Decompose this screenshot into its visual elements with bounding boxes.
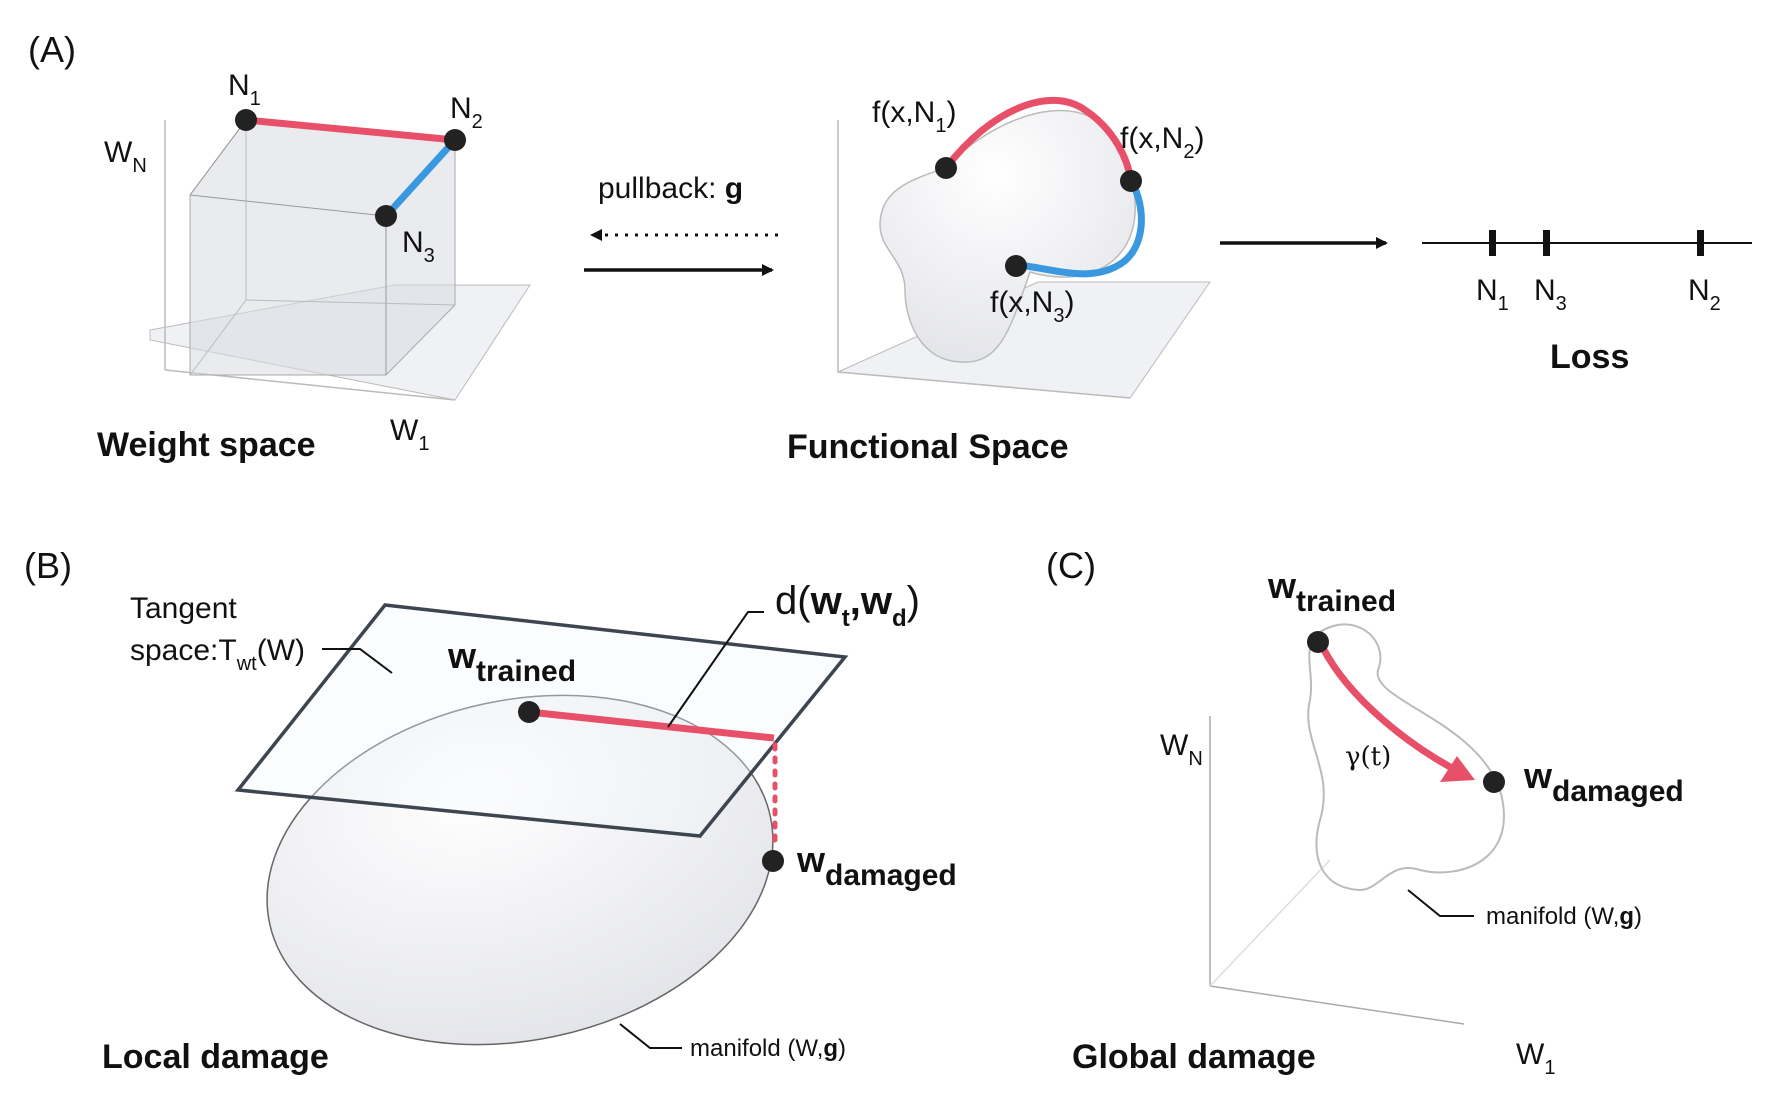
gamma-label: γ(t)	[1345, 742, 1391, 772]
manifold-leader-b	[619, 1023, 682, 1049]
function-point-n1	[935, 157, 957, 179]
cube-edge-top-left	[189, 119, 247, 196]
panel-label-a: (A)	[28, 29, 76, 70]
tangent-plane	[234, 603, 849, 838]
manifold-leader-c	[1407, 889, 1474, 917]
manifold-ellipse	[266, 694, 774, 1046]
manifold-label-b: manifold (W,g)	[690, 1035, 846, 1062]
manifold-label-c: manifold (W,g)	[1486, 903, 1642, 930]
red-path-n1-n2	[245, 116, 456, 144]
distance-line	[528, 708, 775, 742]
c-wn-axis-label: WN	[1160, 729, 1203, 770]
wn-axis-label: WN	[104, 136, 147, 177]
node-n3-label: N3	[402, 226, 435, 267]
pullback-label: pullback: g	[598, 172, 743, 205]
distance-leader	[667, 611, 764, 728]
loss-tick-n3	[1543, 230, 1550, 256]
red-function-path	[943, 96, 1135, 182]
function-point-n2-label: f(x,N2)	[1120, 122, 1204, 163]
functional-axis-horiz	[837, 371, 1131, 399]
node-n2	[444, 129, 466, 151]
c-w-damaged-node	[1483, 771, 1505, 793]
node-n1	[235, 109, 257, 131]
tangent-label-line1: Tangent	[130, 592, 237, 625]
loss-tick-n2	[1697, 230, 1704, 256]
local-damage-caption: Local damage	[102, 1038, 329, 1076]
w-trained-label-c: wtrained	[1267, 565, 1396, 618]
tangent-label-line2: space:Twt(W)	[130, 634, 305, 675]
loss-tick-n3-label: N3	[1534, 274, 1567, 315]
w-trained-label-b: wtrained	[447, 635, 576, 688]
w-damaged-label-c: wdamaged	[1523, 755, 1684, 808]
functional-space-diagram: f(x,N1) f(x,N2) f(x,N3) Functional Space	[787, 96, 1211, 466]
w-damaged-label-b: wdamaged	[796, 839, 957, 892]
function-point-n3	[1005, 255, 1027, 277]
global-damage-caption: Global damage	[1072, 1038, 1316, 1076]
loss-tick-n1-label: N1	[1476, 274, 1509, 315]
node-n3	[375, 205, 397, 227]
distance-label: d(wt,wd)	[775, 579, 920, 632]
weight-space-diagram: N1 N2 N3 WN W1 Weight space	[97, 69, 531, 464]
tangent-leader	[322, 648, 393, 674]
blue-path-n2-n3	[383, 137, 458, 219]
loss-tick-n1	[1489, 230, 1496, 256]
w-damaged-node	[762, 850, 784, 872]
mapping-arrows: pullback: g	[584, 172, 778, 276]
node-n2-label: N2	[450, 92, 483, 133]
panel-label-b: (B)	[24, 545, 72, 586]
functional-space-caption: Functional Space	[787, 428, 1069, 466]
function-point-n3-label: f(x,N3)	[990, 286, 1074, 327]
function-point-n2	[1120, 170, 1142, 192]
c-axis-horiz	[1209, 985, 1465, 1025]
blue-function-path	[1017, 179, 1145, 278]
function-point-n1-label: f(x,N1)	[872, 96, 956, 137]
w1-axis-label: W1	[390, 414, 429, 455]
panel-label-c: (C)	[1046, 545, 1096, 586]
loss-axis: N1 N3 N2 Loss	[1422, 230, 1752, 376]
cube-edge-back-bottom	[245, 299, 456, 306]
cube-edge-back-diag	[189, 299, 247, 376]
weight-space-caption: Weight space	[97, 426, 316, 464]
c-w-trained-node	[1307, 631, 1329, 653]
loss-tick-n2-label: N2	[1688, 274, 1721, 315]
geodesic-arrow-path	[1319, 646, 1454, 772]
global-damage-diagram: wtrained wdamaged γ(t) WN W1 manifold (W…	[1072, 565, 1684, 1079]
w-trained-node	[518, 701, 540, 723]
c-manifold-blob	[1307, 623, 1505, 892]
geodesic-arrowhead	[1440, 756, 1475, 782]
c-axis-depth	[1209, 859, 1331, 987]
local-damage-diagram: Tangent space:Twt(W) d(wt,wd) wtrained w…	[102, 579, 957, 1076]
loss-caption: Loss	[1550, 338, 1629, 376]
c-w1-axis-label: W1	[1516, 1038, 1555, 1079]
node-n1-label: N1	[228, 69, 261, 110]
